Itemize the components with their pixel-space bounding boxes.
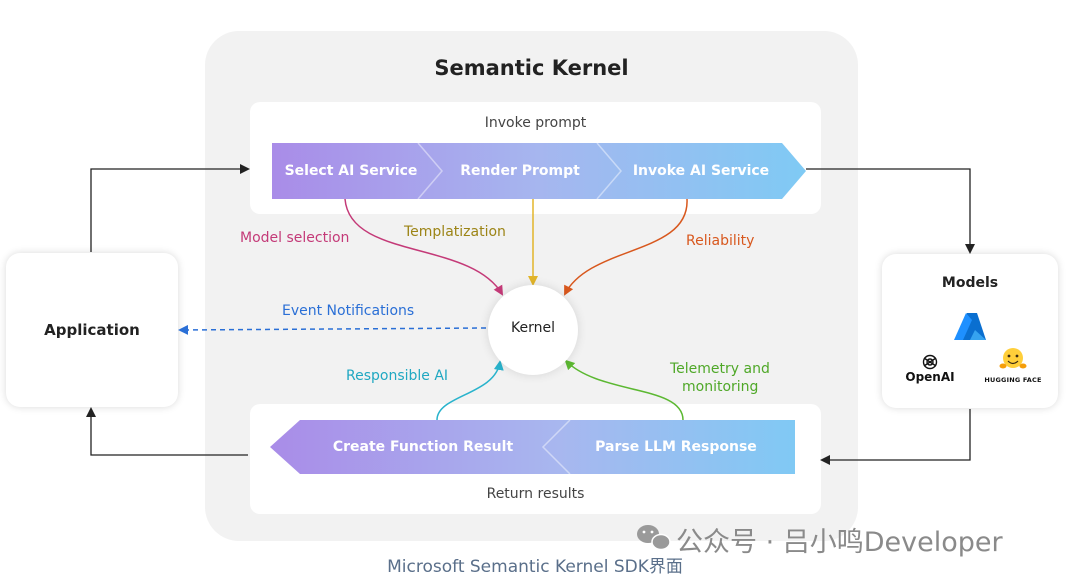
event-notifications-arrow [178, 324, 487, 335]
edge-label-templatization: Templatization [404, 224, 506, 240]
chevron-divider-1 [417, 142, 443, 200]
model-selection-arrow [344, 198, 504, 296]
telemetry-arrow [564, 359, 684, 421]
return-to-app-arrow [86, 407, 248, 456]
step-parse-llm-response: Parse LLM Response [595, 439, 757, 455]
edge-label-telemetry-line2: monitoring [682, 379, 759, 395]
chevron-divider-3 [541, 419, 571, 475]
hugging-face-label: HUGGING FACE [984, 376, 1042, 384]
watermark-text: 公众号 · 吕小鸣Developer [676, 527, 1003, 558]
edge-label-event-notifications: Event Notifications [282, 303, 415, 319]
wechat-icon [637, 525, 671, 551]
edge-label-model-selection: Model selection [240, 230, 350, 246]
return-results-caption: Return results [486, 486, 585, 502]
diagram-title: Semantic Kernel [434, 56, 629, 80]
step-invoke-ai-service: Invoke AI Service [632, 163, 770, 179]
application-box [6, 253, 178, 407]
invoke-to-models-arrow [806, 168, 975, 254]
kernel-node [488, 285, 578, 375]
responsible-ai-arrow [436, 360, 504, 421]
return-results-pipeline [270, 420, 795, 474]
models-title: Models [941, 275, 999, 291]
models-to-return-arrow [820, 409, 971, 465]
chevron-divider-2 [596, 142, 622, 200]
hugging-face-logo-icon [999, 348, 1027, 369]
edge-label-reliability: Reliability [686, 233, 755, 249]
step-render-prompt: Render Prompt [460, 163, 580, 179]
reliability-arrow [564, 198, 688, 296]
edge-label-responsible-ai: Responsible AI [346, 368, 449, 384]
azure-logo-icon [954, 313, 986, 340]
openai-label: OpenAI [905, 370, 955, 384]
invoke-prompt-pipeline [272, 143, 806, 199]
openai-logo-icon [922, 354, 938, 370]
kernel-label: Kernel [511, 320, 555, 336]
app-to-invoke-arrow [90, 164, 250, 252]
figure-caption: Microsoft Semantic Kernel SDK界面 [387, 557, 683, 577]
step-select-ai-service: Select AI Service [284, 163, 418, 179]
invoke-prompt-caption: Invoke prompt [484, 115, 587, 131]
application-label: Application [44, 321, 140, 339]
step-create-function-result: Create Function Result [332, 439, 514, 455]
edge-label-telemetry-line1: Telemetry and [670, 361, 770, 377]
